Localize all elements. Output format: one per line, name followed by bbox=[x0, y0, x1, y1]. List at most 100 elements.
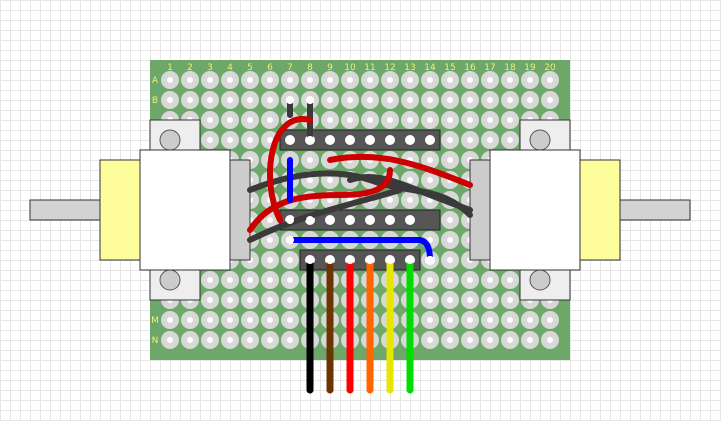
pad bbox=[501, 91, 519, 109]
header-pin-top bbox=[286, 216, 294, 224]
mount-screw bbox=[529, 269, 551, 291]
pad bbox=[481, 91, 499, 109]
pad bbox=[401, 111, 419, 129]
column-label: 2 bbox=[187, 63, 193, 73]
motors bbox=[29, 119, 691, 301]
row-label: N bbox=[152, 336, 159, 346]
pad-hole bbox=[247, 277, 253, 283]
pad-hole bbox=[207, 77, 213, 83]
pad-hole bbox=[227, 117, 233, 123]
pad-hole bbox=[467, 97, 473, 103]
pad-hole bbox=[487, 337, 493, 343]
pad-hole bbox=[287, 77, 293, 83]
header-pin-top bbox=[406, 216, 414, 224]
pad-hole bbox=[247, 77, 253, 83]
pad-hole bbox=[167, 317, 173, 323]
pad bbox=[161, 71, 179, 89]
pad-hole bbox=[287, 317, 293, 323]
pad bbox=[401, 91, 419, 109]
pad bbox=[181, 331, 199, 349]
pad-hole bbox=[187, 77, 193, 83]
pad-hole bbox=[527, 337, 533, 343]
pad-hole bbox=[547, 77, 553, 83]
pad-hole bbox=[427, 317, 433, 323]
pad-hole bbox=[507, 297, 513, 303]
column-label: 4 bbox=[227, 63, 233, 73]
pad bbox=[281, 71, 299, 89]
pad bbox=[541, 311, 559, 329]
pad-hole bbox=[187, 337, 193, 343]
pad bbox=[261, 331, 279, 349]
column-label: 11 bbox=[364, 63, 375, 73]
pad-hole bbox=[447, 217, 453, 223]
pad-hole bbox=[427, 277, 433, 283]
header-pin-top bbox=[426, 136, 434, 144]
header-pin-top bbox=[346, 256, 354, 264]
red-jumper bbox=[327, 153, 473, 188]
pad bbox=[481, 131, 499, 149]
pad-hole bbox=[307, 77, 313, 83]
pad-hole bbox=[467, 337, 473, 343]
pad-hole bbox=[327, 197, 333, 203]
pad-hole bbox=[447, 317, 453, 323]
column-label: 14 bbox=[424, 63, 436, 73]
pad bbox=[421, 91, 439, 109]
pad bbox=[421, 291, 439, 309]
pad bbox=[181, 91, 199, 109]
pad-hole bbox=[187, 97, 193, 103]
header-pin-top bbox=[366, 216, 374, 224]
pad-hole bbox=[327, 117, 333, 123]
header-pin-top bbox=[306, 216, 314, 224]
column-label: 19 bbox=[524, 63, 536, 73]
left-motor bbox=[29, 119, 251, 301]
pad bbox=[481, 71, 499, 89]
header-pin-top bbox=[326, 216, 334, 224]
pad bbox=[281, 311, 299, 329]
pad-hole bbox=[547, 317, 553, 323]
motor-shaft bbox=[29, 199, 101, 221]
pad bbox=[201, 271, 219, 289]
pad bbox=[501, 71, 519, 89]
column-label: 12 bbox=[384, 63, 395, 73]
pad-hole bbox=[287, 257, 293, 263]
pad bbox=[461, 111, 479, 129]
pad-hole bbox=[387, 97, 393, 103]
pad-hole bbox=[407, 97, 413, 103]
pad bbox=[281, 251, 299, 269]
pad bbox=[361, 91, 379, 109]
pad-hole bbox=[487, 117, 493, 123]
pad-hole bbox=[427, 177, 433, 183]
pad bbox=[201, 331, 219, 349]
header-top bbox=[279, 129, 441, 151]
pad-hole bbox=[227, 137, 233, 143]
pad bbox=[221, 311, 239, 329]
mount-screw bbox=[159, 129, 181, 151]
pad-hole bbox=[307, 157, 313, 163]
pad bbox=[441, 71, 459, 89]
wire-end bbox=[286, 96, 294, 104]
pad-hole bbox=[207, 137, 213, 143]
pad-hole bbox=[287, 277, 293, 283]
pad bbox=[221, 131, 239, 149]
row-label: B bbox=[152, 96, 158, 106]
pad-hole bbox=[267, 117, 273, 123]
pad bbox=[201, 131, 219, 149]
pad bbox=[461, 311, 479, 329]
pad bbox=[461, 291, 479, 309]
pad-hole bbox=[227, 77, 233, 83]
pad-hole bbox=[207, 97, 213, 103]
dark-jumper bbox=[247, 187, 403, 243]
pad-hole bbox=[547, 337, 553, 343]
pad-hole bbox=[447, 77, 453, 83]
pad-hole bbox=[447, 117, 453, 123]
pad bbox=[261, 251, 279, 269]
pad-hole bbox=[407, 177, 413, 183]
mount-screw bbox=[159, 269, 181, 291]
red-jumper bbox=[247, 167, 393, 233]
pad-hole bbox=[227, 277, 233, 283]
pad bbox=[201, 91, 219, 109]
pad bbox=[501, 291, 519, 309]
row-label: A bbox=[152, 76, 159, 86]
pad bbox=[481, 331, 499, 349]
pad bbox=[441, 331, 459, 349]
